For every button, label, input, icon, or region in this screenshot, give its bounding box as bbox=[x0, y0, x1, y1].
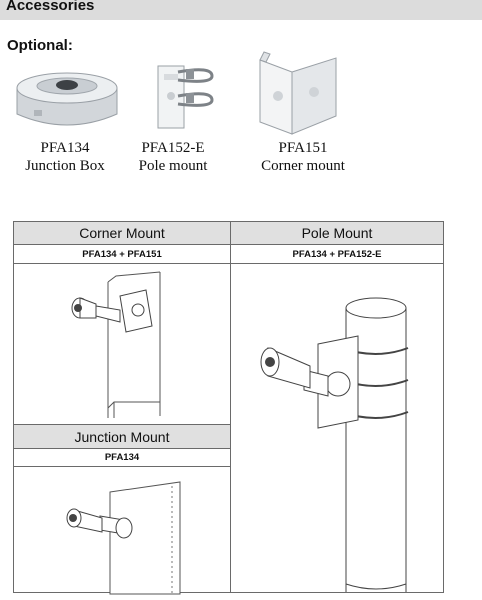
accessory-item-pole-mount: PFA152-E Pole mount bbox=[108, 139, 238, 175]
accessory-item-corner-mount: PFA151 Corner mount bbox=[238, 139, 368, 175]
accessory-name: Junction Box bbox=[25, 158, 105, 174]
corner-mount-illustration bbox=[71, 271, 161, 418]
accessory-model: PFA134 bbox=[40, 140, 90, 156]
pole-mount-combo: PFA134 + PFA152-E bbox=[231, 245, 443, 264]
installation-table: Corner Mount PFA134 + PFA151 Pole Mount … bbox=[13, 221, 444, 593]
accessory-name: Corner mount bbox=[261, 158, 345, 174]
corner-mount-icon bbox=[259, 51, 337, 135]
accessory-item-junction-box: PFA134 Junction Box bbox=[0, 139, 130, 175]
optional-label: Optional: bbox=[7, 37, 73, 54]
accessory-model: PFA152-E bbox=[141, 140, 205, 156]
section-title: Accessories bbox=[6, 0, 95, 14]
corner-mount-header: Corner Mount bbox=[14, 222, 230, 245]
table-column-divider bbox=[230, 222, 231, 592]
junction-mount-header: Junction Mount bbox=[14, 424, 230, 449]
pole-mount-illustration bbox=[260, 297, 409, 592]
pole-mount-icon bbox=[157, 65, 214, 129]
junction-mount-combo: PFA134 bbox=[14, 449, 230, 467]
section-header: Accessories bbox=[0, 0, 482, 20]
corner-mount-combo: PFA134 + PFA151 bbox=[14, 245, 230, 264]
accessory-model: PFA151 bbox=[278, 140, 328, 156]
junction-box-icon bbox=[16, 72, 118, 126]
accessory-name: Pole mount bbox=[138, 158, 208, 174]
junction-mount-illustration bbox=[66, 481, 181, 595]
pole-mount-header: Pole Mount bbox=[231, 222, 443, 245]
